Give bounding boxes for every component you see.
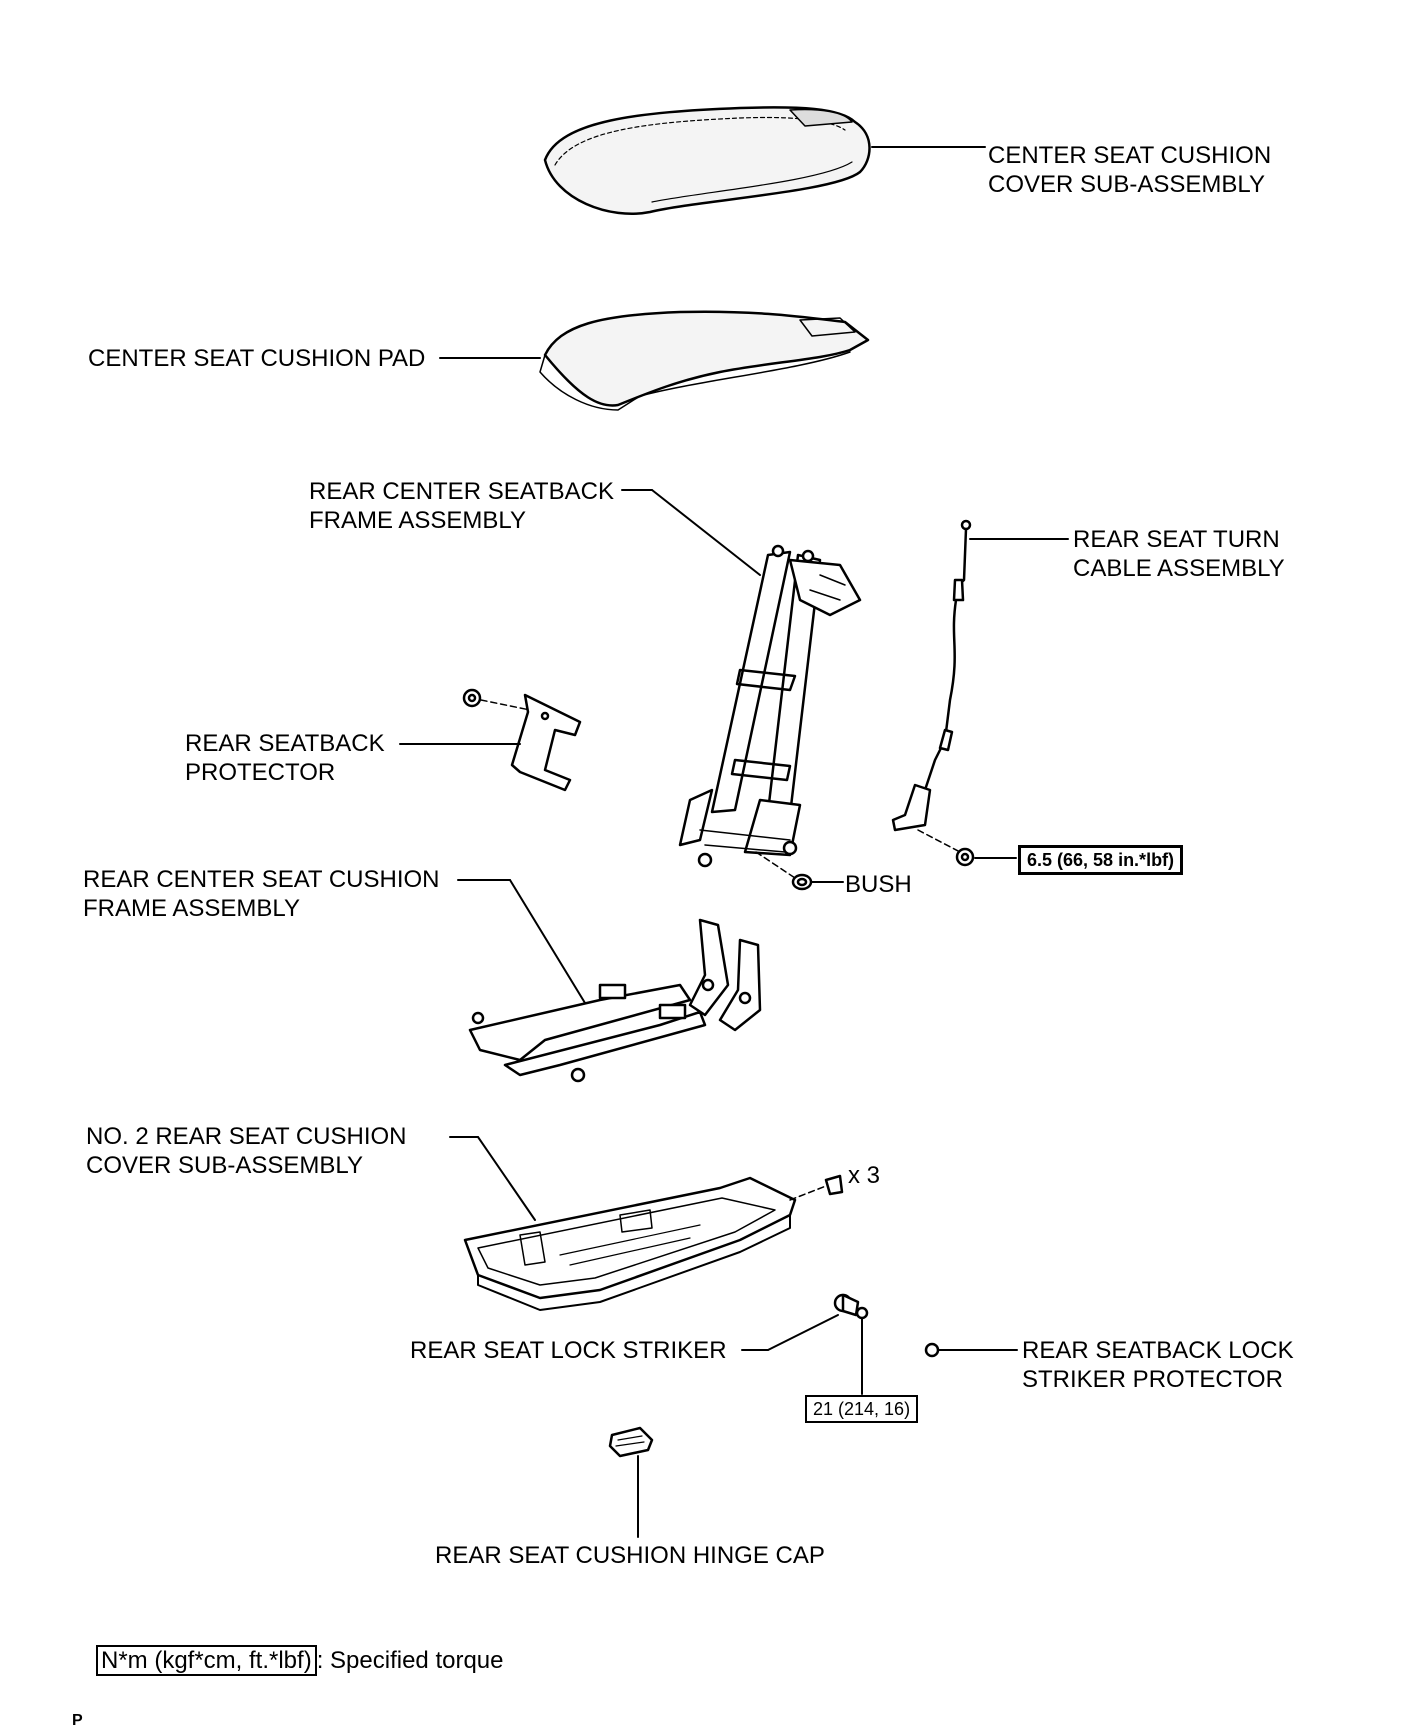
- striker-protector-part: [924, 1342, 940, 1358]
- label-seatback-protector: REAR SEATBACK PROTECTOR: [185, 730, 385, 786]
- lock-striker-part: [833, 1293, 869, 1320]
- cushion-pad-part: [539, 310, 870, 411]
- label-bush: BUSH: [845, 871, 912, 898]
- seatback-frame-part: [678, 544, 862, 868]
- label-lock-striker: REAR SEAT LOCK STRIKER: [410, 1337, 727, 1364]
- screw-part: [824, 1174, 844, 1196]
- cushion-frame-part: [468, 918, 762, 1083]
- cable-nut-part: [955, 847, 975, 867]
- label-hinge-cap: REAR SEAT CUSHION HINGE CAP: [435, 1542, 825, 1569]
- seatback-protector-part: [462, 688, 582, 792]
- label-no2-cushion-cover: NO. 2 REAR SEAT CUSHION COVER SUB-ASSEMB…: [86, 1123, 407, 1179]
- hinge-cap-part: [608, 1426, 654, 1458]
- label-cushion-frame: REAR CENTER SEAT CUSHION FRAME ASSEMBLY: [83, 866, 440, 922]
- cushion-cover-part: [543, 106, 871, 215]
- label-striker-protector: REAR SEATBACK LOCK STRIKER PROTECTOR: [1022, 1337, 1294, 1393]
- label-cushion-pad: CENTER SEAT CUSHION PAD: [88, 345, 426, 372]
- bush-part: [791, 873, 813, 891]
- torque-striker: 21 (214, 16): [805, 1395, 919, 1423]
- label-cushion-cover: CENTER SEAT CUSHION COVER SUB-ASSEMBLY: [988, 142, 1272, 198]
- label-turn-cable: REAR SEAT TURN CABLE ASSEMBLY: [1073, 526, 1285, 582]
- label-screw-qty: x 3: [848, 1162, 881, 1189]
- torque-legend: N*m (kgf*cm, ft.*lbf): Specified torque: [96, 1645, 504, 1676]
- torque-cable-nut: 6.5 (66, 58 in.*lbf): [1018, 845, 1184, 875]
- legend-description: : Specified torque: [316, 1647, 504, 1674]
- legend-unit-box: N*m (kgf*cm, ft.*lbf): [96, 1645, 317, 1676]
- turn-cable-part: [891, 519, 972, 832]
- label-seatback-frame: REAR CENTER SEATBACK FRAME ASSEMBLY: [309, 478, 614, 534]
- illustration-code: P: [72, 1712, 83, 1729]
- no2-cushion-cover-part: [463, 1176, 797, 1311]
